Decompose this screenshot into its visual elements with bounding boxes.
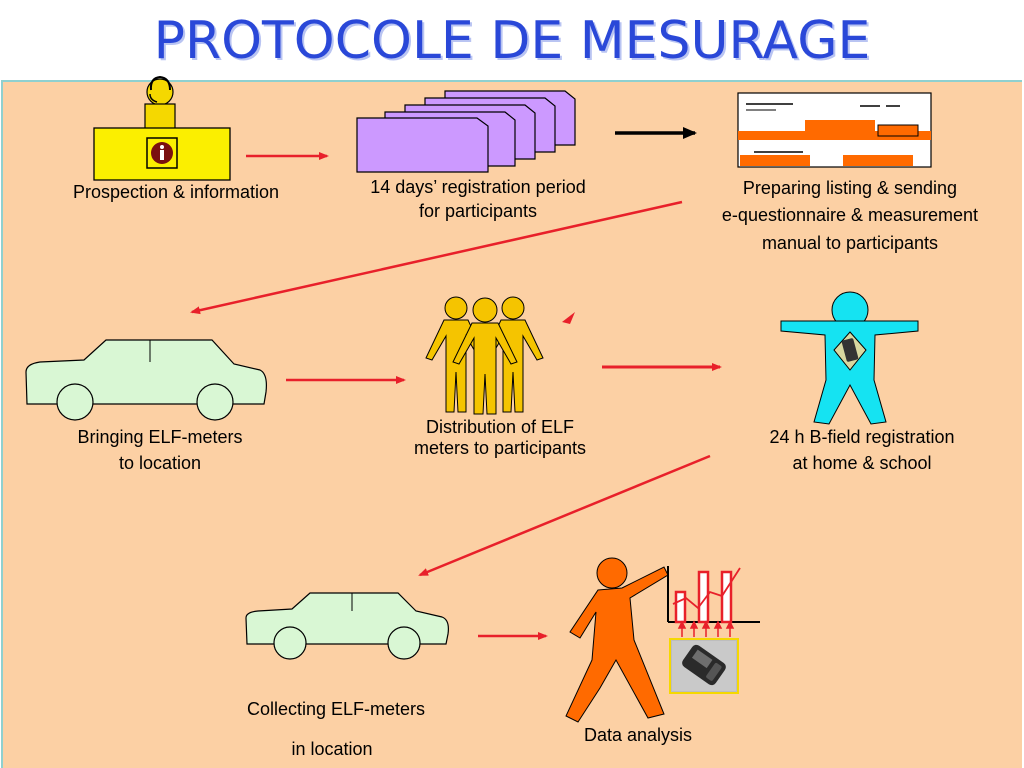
arrow-listing-to-bringing: [190, 200, 683, 315]
step-registration-label-line1: 14 days’ registration period: [370, 177, 586, 197]
car-icon: [245, 592, 449, 660]
info-desk-icon: [93, 75, 231, 181]
step-analysis-label: Data analysis: [583, 725, 693, 745]
step-bringing-label-line1: Bringing ELF-meters: [77, 427, 243, 447]
up-arrows: [677, 620, 735, 637]
step-listing-label-line2: e-questionnaire & measurement: [721, 205, 979, 225]
person-with-meter-icon: [780, 291, 919, 425]
step-registration-label-line2: for participants: [418, 201, 538, 221]
car-icon: [25, 339, 267, 421]
form-listing-icon: [737, 92, 932, 168]
diagram-panel: [1, 80, 1022, 768]
analyst-walking-icon: [565, 557, 669, 723]
page-title: PROTOCOLE DE MESURAGE: [153, 11, 871, 71]
arrow-bfield-to-collecting: [418, 454, 711, 577]
step-listing-label-line3: manual to participants: [761, 233, 939, 253]
step-bfield-label-line1: 24 h B-field registration: [769, 427, 955, 447]
bar-chart-icon: [667, 566, 760, 624]
documents-stack-icon: [356, 90, 576, 173]
step-bringing-label-line2: to location: [118, 453, 202, 473]
elf-meter-icon: [669, 638, 739, 694]
step-prospection-label: Prospection & information: [72, 182, 280, 202]
small-arrow-marker: [562, 312, 575, 324]
step-distribution-label-line2: meters to participants: [413, 438, 587, 458]
step-listing-label-line1: Preparing listing & sending: [742, 178, 958, 198]
step-collecting-label-line2: in location: [291, 739, 373, 759]
step-collecting-label-line1: Collecting ELF-meters: [246, 699, 426, 719]
step-distribution-label-line1: Distribution of ELF: [425, 417, 575, 437]
people-group-icon: [425, 296, 544, 415]
step-bfield-label-line2: at home & school: [792, 453, 932, 473]
